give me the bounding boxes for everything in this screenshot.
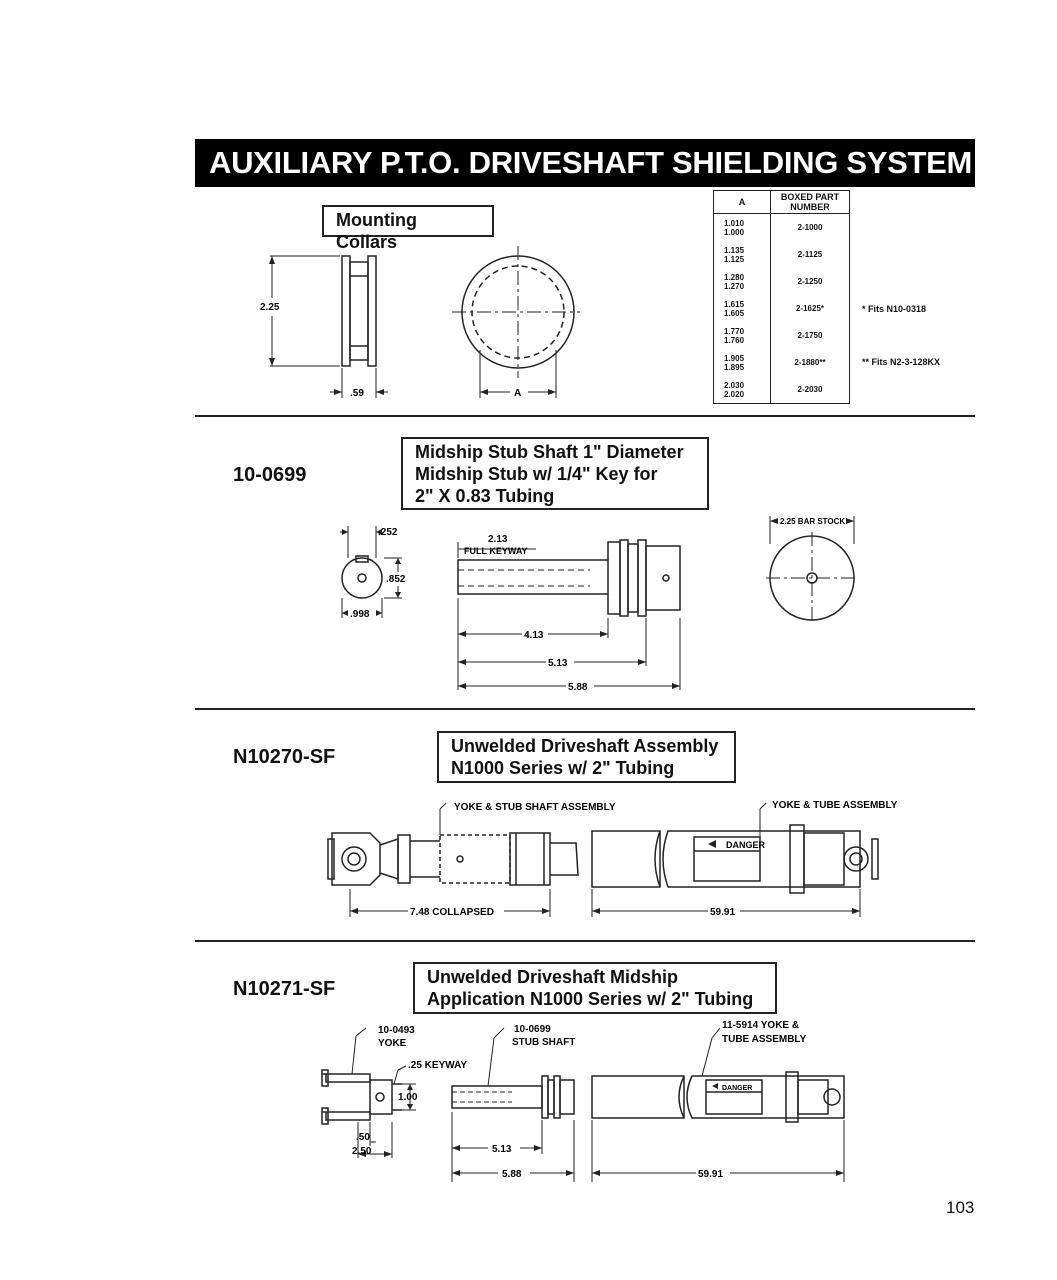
page-title: AUXILIARY P.T.O. DRIVESHAFT SHIELDING SY… (195, 139, 975, 187)
danger-label: DANGER (726, 840, 766, 850)
keyway-label: .25 KEYWAY (408, 1060, 467, 1071)
col-header-a: A (713, 190, 771, 214)
size-a-min: 1.270 (724, 281, 745, 291)
size-a-max: 1.010 (724, 218, 745, 228)
dim-588-midship: 5.88 (502, 1169, 522, 1180)
dim-513-midship: 5.13 (492, 1144, 512, 1155)
assembly-desc-line1: Unwelded Driveshaft Assembly (451, 736, 719, 756)
part-number-cell: 2-1000 (770, 213, 850, 241)
part-number-cell: 2-1625* (770, 295, 850, 322)
note-fits-n10-0318: * Fits N10-0318 (862, 304, 927, 314)
dim-213: 2.13 (488, 534, 508, 545)
part-number-n10270-sf: N10270-SF (233, 746, 336, 768)
tube-part-label: 11-5914 YOKE & (722, 1020, 799, 1031)
yoke-stub-label: YOKE & STUB SHAFT ASSEMBLY (454, 802, 616, 813)
dim-998: .998 (350, 609, 370, 620)
part-number-cell: 2-2030 (770, 376, 850, 404)
part-number-cell: 2-1750 (770, 322, 850, 349)
dim-413: 4.13 (524, 630, 544, 641)
yoke-part-label: 10-0493 (378, 1025, 415, 1036)
stub-part-label: 10-0699 (514, 1024, 551, 1035)
yoke-label: YOKE (378, 1038, 407, 1049)
col-header-part: BOXED PART NUMBER (770, 190, 850, 214)
dim-collar-height: 2.25 (260, 302, 280, 313)
stub-desc-line3: 2" X 0.83 Tubing (415, 486, 555, 506)
page-number: 103 (946, 1198, 975, 1217)
dim-513: 5.13 (548, 658, 568, 669)
size-a-min: 1.895 (724, 362, 745, 372)
midship-application-drawing: DANGER 10-0493 YOKE .25 KEYWAY 10-0699 S… (321, 1020, 845, 1182)
size-a-max: 1.905 (724, 353, 745, 363)
size-a-min: 1.000 (724, 227, 745, 237)
stub-shaft-drawing: .252 .852 .998 2.13 FULL KEYWAY 4.13 5.1… (340, 516, 858, 693)
bar-stock-label: 2.25 BAR STOCK (780, 517, 845, 526)
stub-description-box: Midship Stub Shaft 1" Diameter Midship S… (401, 437, 709, 510)
dim-588: 5.88 (568, 682, 588, 693)
part-number-cell: 2-1125 (770, 241, 850, 268)
size-a-max: 1.770 (724, 326, 745, 336)
dim-250: 2.50 (352, 1146, 372, 1157)
dim-5991-midship: 59.91 (698, 1169, 723, 1180)
dim-5991: 59.91 (710, 907, 735, 918)
tube-assembly-label: TUBE ASSEMBLY (722, 1034, 807, 1045)
note-fits-n2-3-128kx: ** Fits N2-3-128KX (862, 357, 941, 367)
stub-shaft-label: STUB SHAFT (512, 1037, 575, 1048)
full-keyway-label: FULL KEYWAY (464, 546, 528, 556)
size-a-min: 1.605 (724, 308, 745, 318)
dim-collar-width: .59 (350, 388, 364, 399)
size-a-max: 2.030 (724, 380, 745, 390)
part-number-cell: 2-1880** (770, 349, 850, 376)
midship-desc-line2: Application N1000 Series w/ 2" Tubing (427, 989, 754, 1009)
assembly-description-box: Unwelded Driveshaft Assembly N1000 Serie… (437, 731, 736, 783)
section-divider (195, 415, 975, 417)
size-a-min: 1.760 (724, 335, 745, 345)
dim-852: .852 (386, 574, 406, 585)
danger-label-small: DANGER (722, 1085, 752, 1092)
mounting-collars-title: Mounting Collars (322, 205, 494, 252)
section-divider (195, 940, 975, 942)
size-a-min: 1.125 (724, 254, 745, 264)
yoke-tube-label: YOKE & TUBE ASSEMBLY (772, 800, 898, 811)
dim-100: 1.00 (398, 1092, 418, 1103)
dim-252: .252 (378, 527, 398, 538)
stub-desc-line1: Midship Stub Shaft 1" Diameter (415, 442, 684, 462)
driveshaft-assembly-drawing: DANGER YOKE & STUB SHAFT ASSEMBLY YOKE &… (327, 800, 898, 918)
size-a-min: 2.020 (724, 389, 745, 399)
midship-desc-line1: Unwelded Driveshaft Midship (427, 967, 679, 987)
dim-50: .50 (356, 1132, 370, 1143)
stub-desc-line2: Midship Stub w/ 1/4" Key for (415, 464, 658, 484)
dim-collapsed: 7.48 COLLAPSED (410, 907, 494, 918)
part-number-cell: 2-1250 (770, 268, 850, 295)
dim-collar-a: A (514, 388, 521, 399)
size-a-max: 1.280 (724, 272, 745, 282)
assembly-desc-line2: N1000 Series w/ 2" Tubing (451, 758, 675, 778)
size-a-max: 1.615 (724, 299, 745, 309)
section-divider (195, 708, 975, 710)
part-number-n10271-sf: N10271-SF (233, 978, 336, 1000)
mounting-collar-drawing: 2.25 .59 A (260, 246, 580, 399)
part-number-10-0699: 10-0699 (233, 464, 307, 486)
midship-description-box: Unwelded Driveshaft Midship Application … (413, 962, 777, 1014)
size-a-max: 1.135 (724, 245, 745, 255)
